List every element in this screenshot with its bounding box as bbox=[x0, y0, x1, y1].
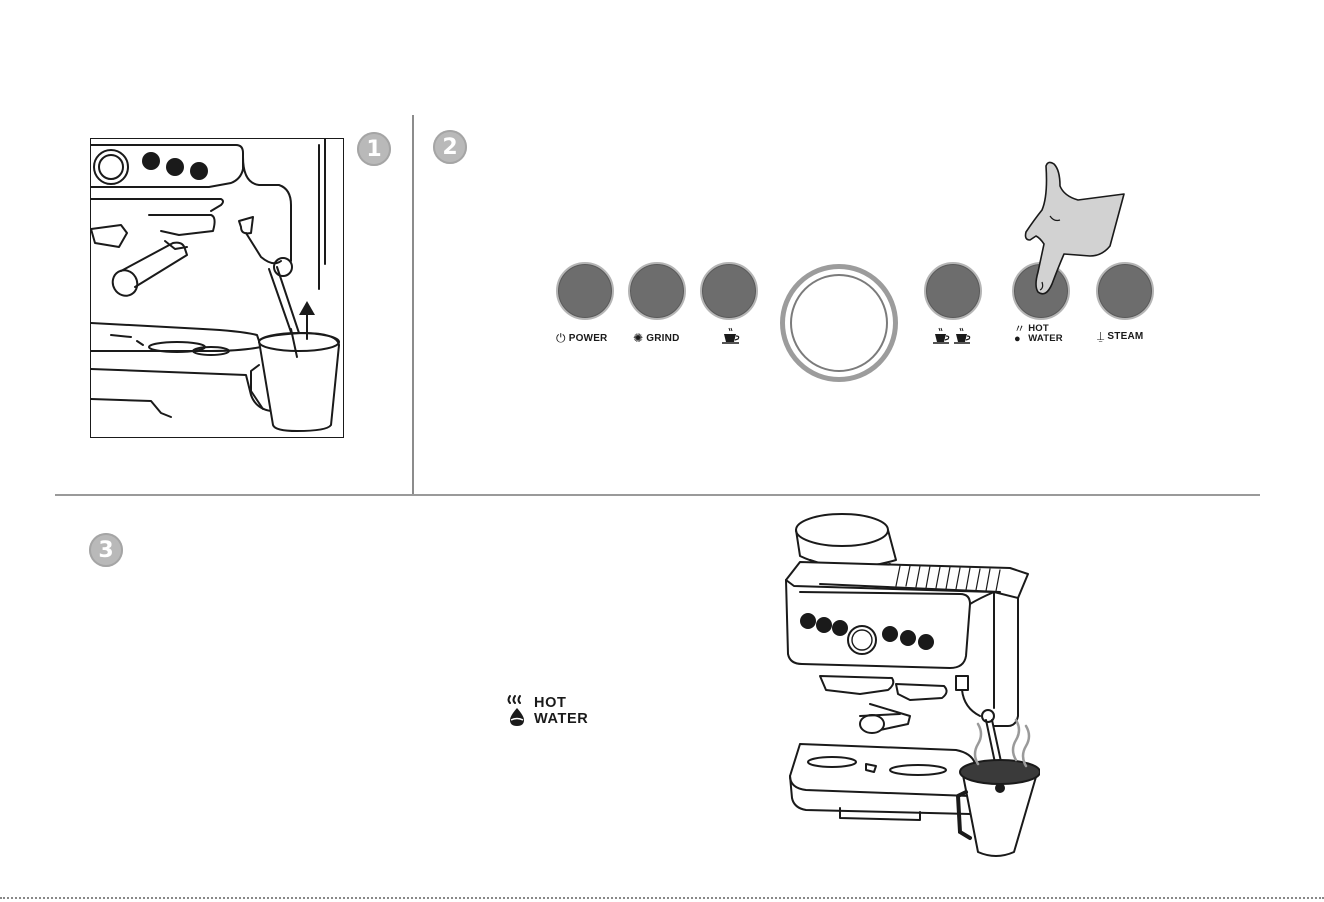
selection-dial[interactable] bbox=[780, 264, 898, 382]
steam-label-text: STEAM bbox=[1107, 331, 1143, 342]
step-3-badge: 3 bbox=[89, 533, 123, 567]
hot-water-label: 〃● HOT WATER bbox=[1014, 324, 1063, 344]
double-cup-button[interactable] bbox=[924, 262, 982, 320]
vertical-divider bbox=[412, 115, 414, 495]
power-button[interactable] bbox=[556, 262, 614, 320]
hot-water-label-text: HOT WATER bbox=[1028, 324, 1063, 344]
step-1-badge: 1 bbox=[357, 132, 391, 166]
steam-icon: ⍊ bbox=[1097, 329, 1104, 344]
hot-water-symbol: HOT WATER bbox=[506, 694, 588, 728]
hot-water-icon: 〃● bbox=[1014, 324, 1025, 344]
espresso-machine-hot-water-illustration bbox=[780, 508, 1040, 863]
single-cup-button[interactable] bbox=[700, 262, 758, 320]
grind-label-text: GRIND bbox=[646, 333, 679, 344]
power-label-text: POWER bbox=[569, 333, 608, 344]
grind-button[interactable] bbox=[628, 262, 686, 320]
hot-water-symbol-line1: HOT bbox=[534, 695, 588, 711]
steam-label: ⍊ STEAM bbox=[1097, 329, 1143, 344]
power-label: ⏻ POWER bbox=[556, 331, 607, 346]
double-cup-icon bbox=[932, 326, 974, 351]
pressing-hand-illustration bbox=[1024, 160, 1134, 305]
steam-wand-lift-illustration bbox=[91, 139, 344, 438]
power-icon: ⏻ bbox=[556, 331, 566, 346]
horizontal-divider bbox=[55, 494, 1260, 496]
step-1-illustration bbox=[90, 138, 344, 438]
step-2-badge: 2 bbox=[433, 130, 467, 164]
hot-water-symbol-text: HOT WATER bbox=[534, 695, 588, 727]
page-bottom-rule bbox=[0, 897, 1324, 899]
hot-water-label-line2: WATER bbox=[1028, 333, 1063, 344]
hot-water-icon bbox=[506, 694, 528, 728]
grind-label: ✺ GRIND bbox=[633, 331, 680, 345]
hot-water-symbol-line2: WATER bbox=[534, 711, 588, 727]
single-cup-icon bbox=[720, 326, 742, 351]
grind-icon: ✺ bbox=[633, 331, 643, 345]
